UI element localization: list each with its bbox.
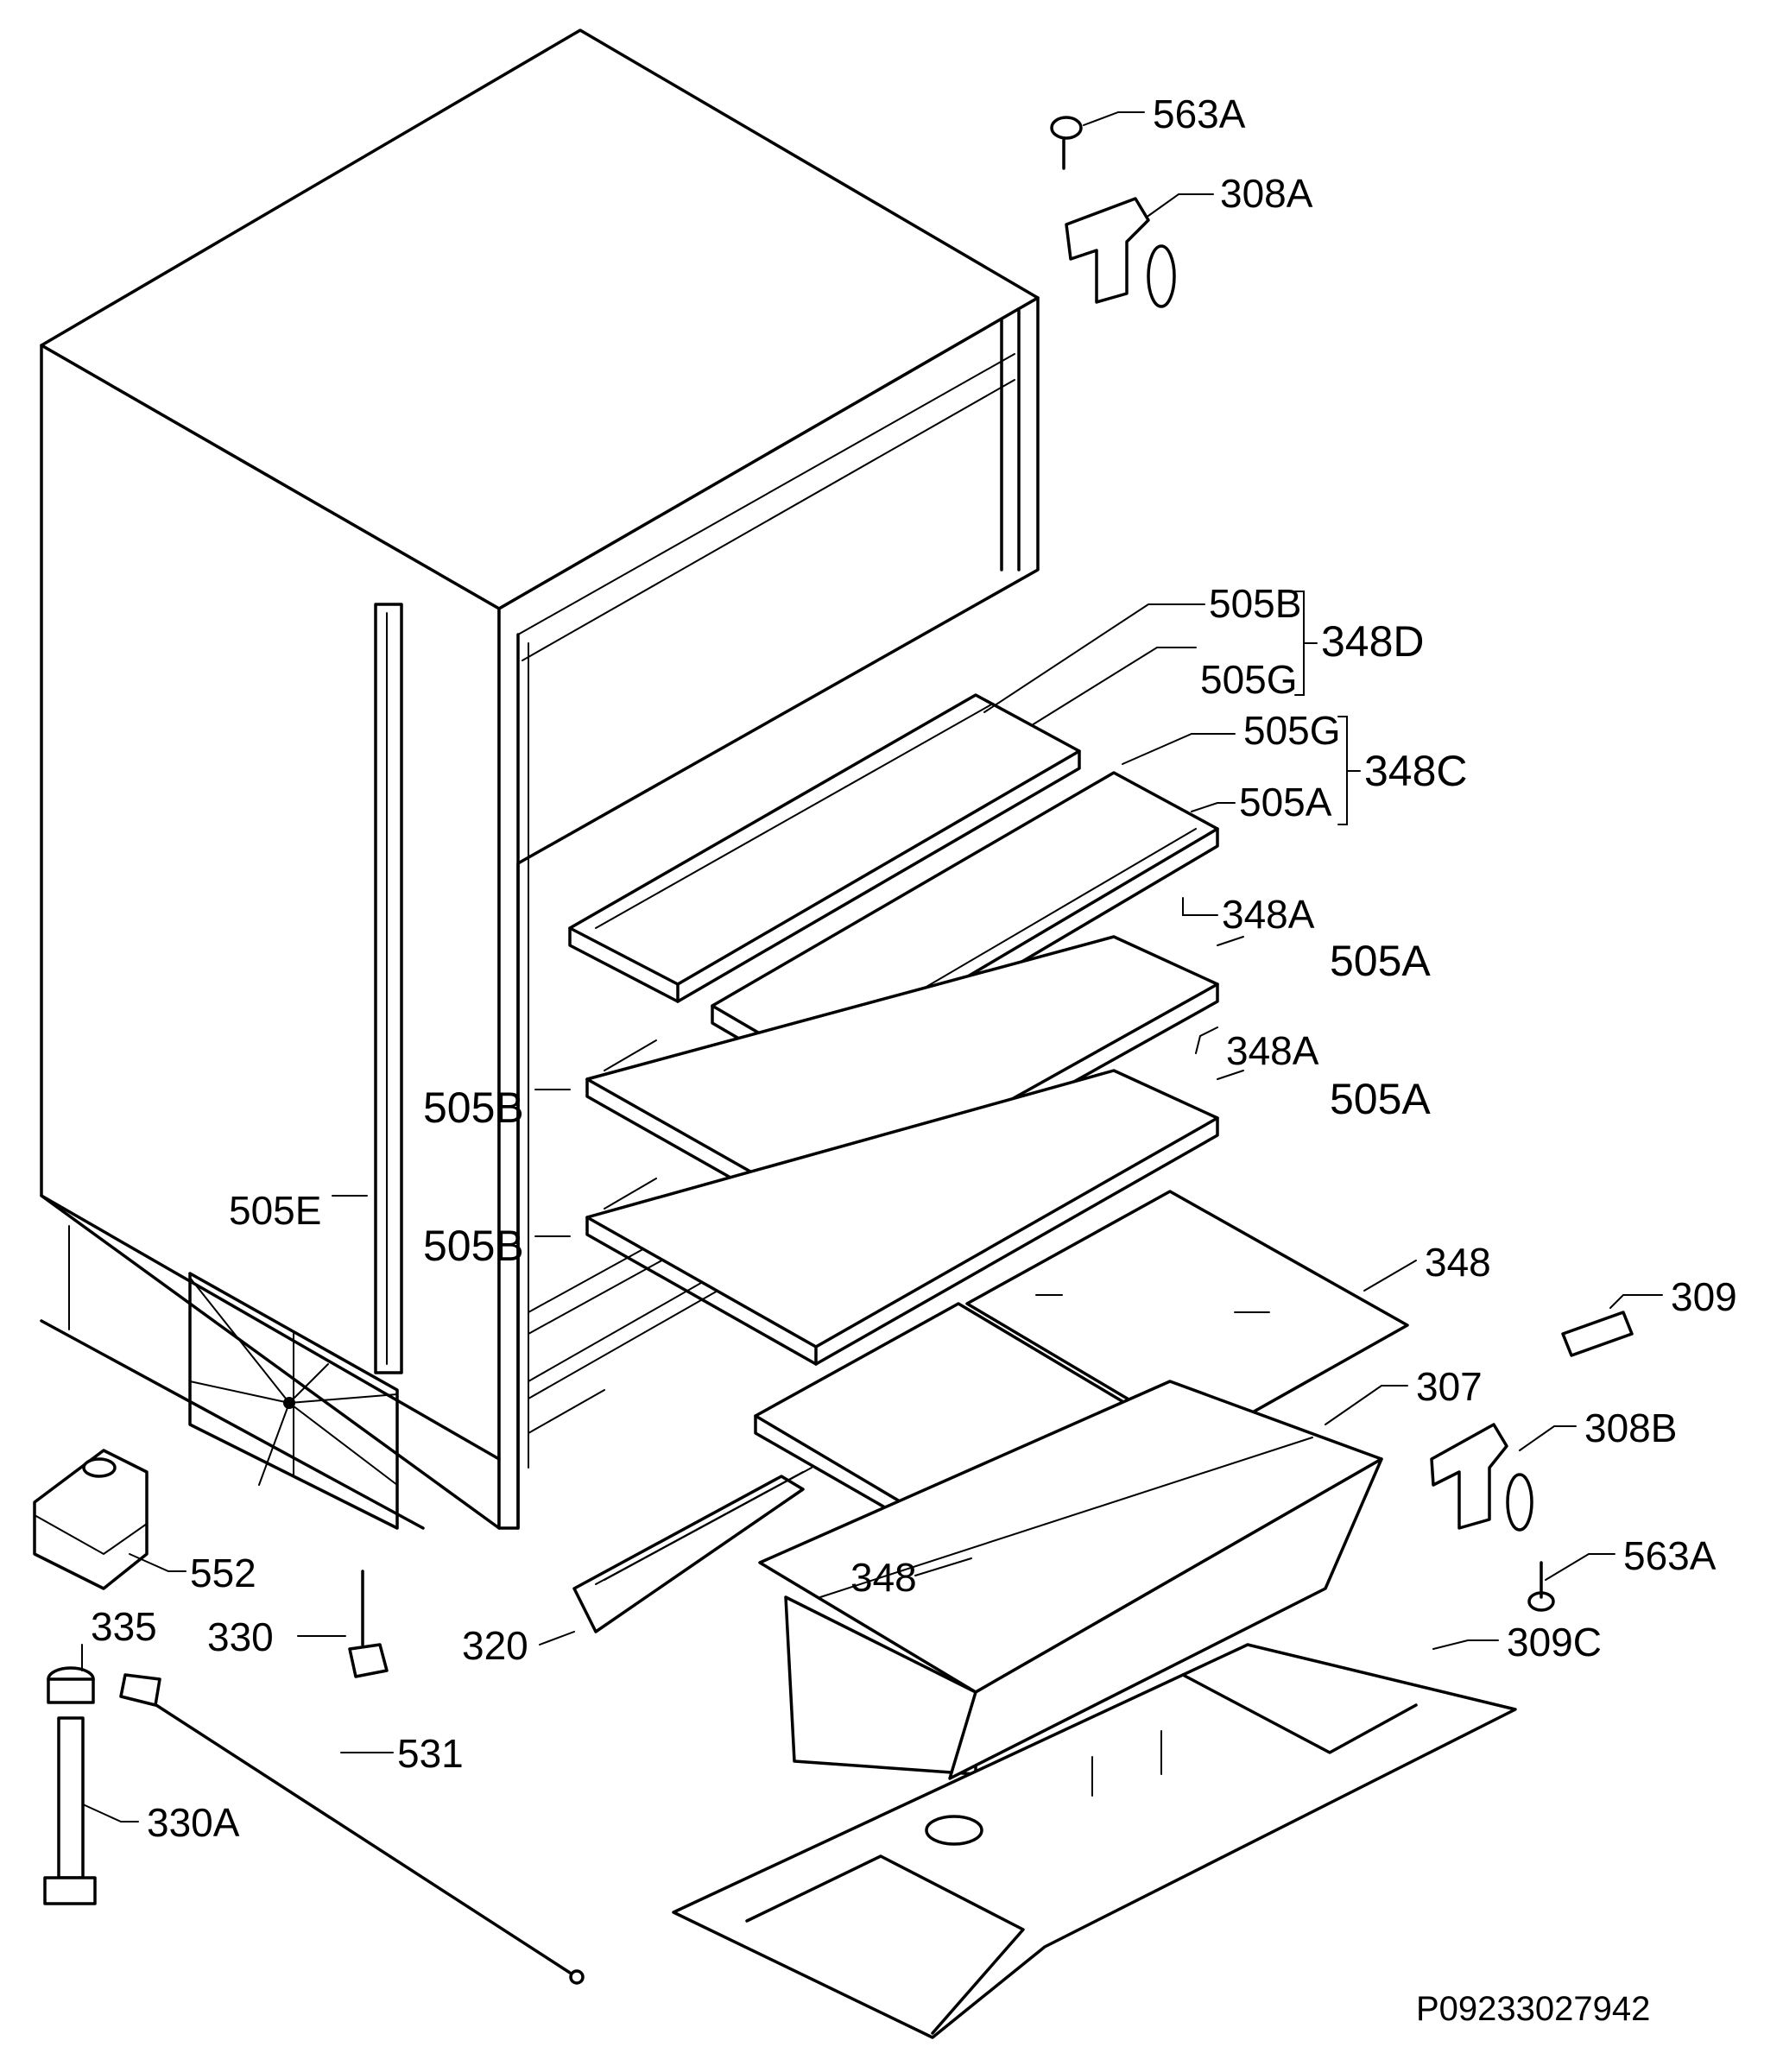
label-505A-3: 505A <box>1330 1075 1431 1123</box>
gear-335 <box>47 1666 95 1704</box>
screw-563A-bottom <box>1527 1561 1555 1612</box>
shelf-348A-upper <box>585 935 1219 1228</box>
label-308A: 308A <box>1220 171 1313 216</box>
drawing-code: P09233027942 <box>1416 1990 1650 2028</box>
rod-531 <box>119 1673 585 1985</box>
label-505A-1: 505A <box>1239 780 1332 824</box>
label-330A: 330A <box>147 1800 240 1845</box>
label-335: 335 <box>91 1604 157 1649</box>
label-348-1: 348 <box>1425 1240 1491 1285</box>
crisper-drawer-307 <box>758 1380 1383 1780</box>
label-330: 330 <box>207 1614 274 1659</box>
screw-563A-top <box>1050 116 1083 170</box>
label-505E: 505E <box>229 1188 321 1233</box>
label-348A-1: 348A <box>1222 892 1315 937</box>
label-307: 307 <box>1416 1364 1483 1409</box>
cabinet-body <box>40 28 1040 1530</box>
bolt-330A <box>43 1716 97 1905</box>
hinge-308B <box>1430 1423 1533 1532</box>
label-505A-2: 505A <box>1330 937 1431 985</box>
label-505G-2: 505G <box>1243 708 1341 753</box>
label-348C: 348C <box>1364 747 1468 795</box>
shelf-348A-lower <box>585 1069 1219 1366</box>
label-505B-top: 505B <box>1209 581 1301 626</box>
label-563A-bottom: 563A <box>1623 1533 1717 1578</box>
label-505B-2: 505B <box>423 1222 524 1270</box>
label-505B-1: 505B <box>423 1083 524 1132</box>
badge-309 <box>1561 1311 1634 1357</box>
label-309C: 309C <box>1507 1620 1602 1665</box>
bracket-552 <box>33 1449 149 1590</box>
label-348D: 348D <box>1321 617 1425 666</box>
label-563A-top: 563A <box>1153 92 1246 136</box>
label-348A-2: 348A <box>1226 1028 1319 1073</box>
label-531: 531 <box>397 1731 464 1776</box>
label-309: 309 <box>1671 1274 1737 1319</box>
bottom-tray-309C <box>672 1643 1517 2039</box>
label-505G-1: 505G <box>1200 657 1298 702</box>
leader-lines <box>81 111 1663 1822</box>
trim-strip-320 <box>572 1467 812 1633</box>
glass-shelf-348-right <box>965 1190 1409 1443</box>
label-320: 320 <box>462 1623 528 1668</box>
foot-330 <box>348 1570 389 1678</box>
label-308B: 308B <box>1584 1406 1677 1450</box>
label-552: 552 <box>190 1551 256 1595</box>
label-348-2: 348 <box>850 1555 917 1600</box>
shelf-348D <box>568 693 1081 1003</box>
hinge-308A <box>1065 197 1176 308</box>
